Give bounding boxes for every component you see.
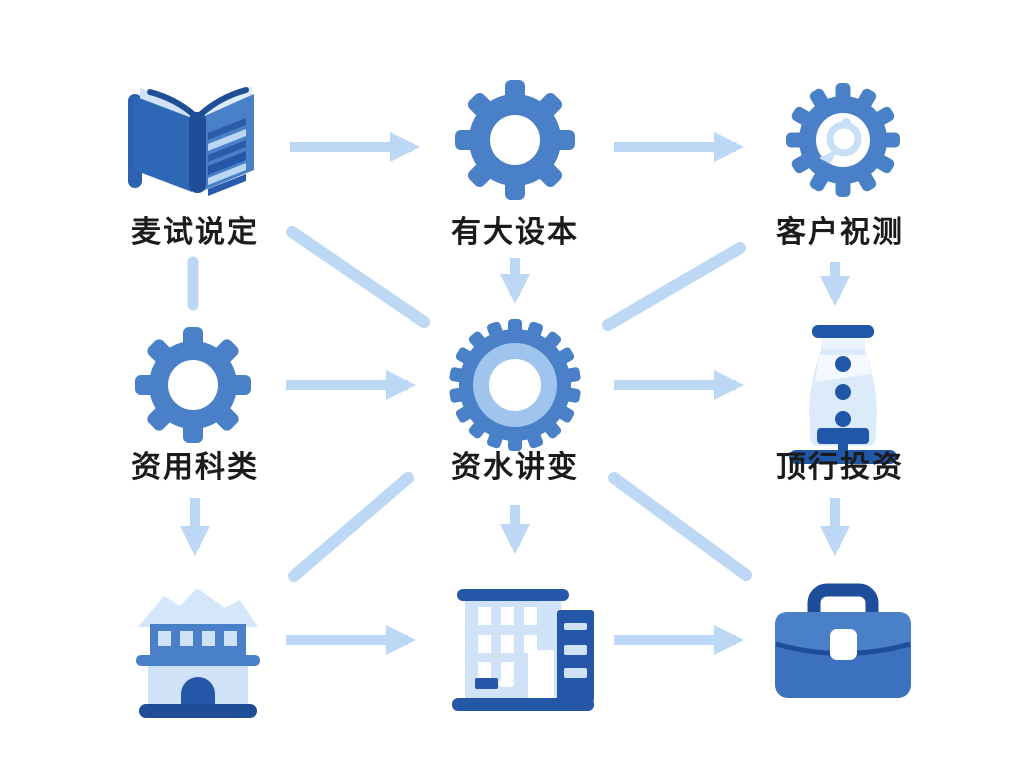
node-label-book: 麦试说定 (131, 216, 259, 249)
node-label-gear-large: 资水讲变 (451, 451, 579, 484)
gear-icon (135, 327, 251, 443)
line-book-to-gearlarge (286, 226, 430, 328)
gear-icon (455, 80, 575, 200)
gear-search-icon (786, 83, 900, 197)
office-buildings-icon (452, 589, 594, 711)
connector-lines (180, 132, 850, 655)
open-book-icon (128, 86, 254, 196)
bank-building-icon (136, 588, 260, 718)
line-gearlarge-to-bank (288, 472, 414, 582)
dispenser-icon (789, 325, 897, 464)
node-label-gear-left: 资用科类 (131, 451, 259, 484)
large-gear-icon (449, 319, 581, 451)
node-label-dispenser: 顶行投资 (776, 451, 904, 484)
node-label-gear-search: 客户祝测 (776, 216, 904, 249)
briefcase-icon (775, 583, 911, 698)
line-gearlarge-to-gearsearch (602, 242, 746, 331)
node-label-gear-top: 有大设本 (451, 216, 579, 249)
line-gearlarge-to-briefcase (608, 472, 752, 581)
swirl-glyph (819, 118, 862, 164)
